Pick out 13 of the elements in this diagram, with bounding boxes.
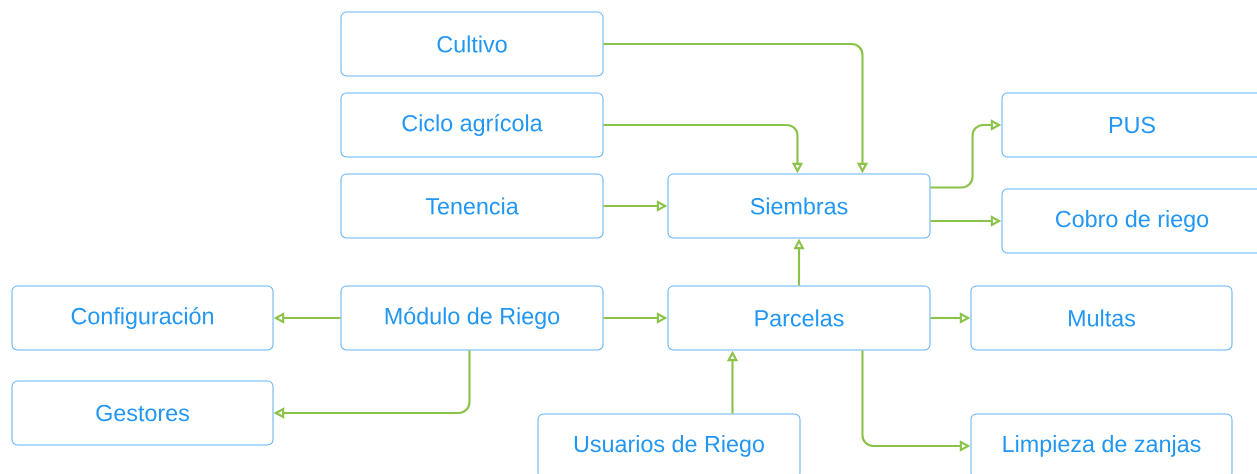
process-box: Parcelas bbox=[667, 285, 931, 351]
process-box: Módulo de Riego bbox=[340, 285, 604, 351]
process-box: Usuarios de Riego bbox=[537, 413, 801, 474]
process-box: Configuración bbox=[11, 285, 274, 351]
process-box: PUS bbox=[1001, 92, 1257, 158]
process-box: Cobro de riego bbox=[1001, 188, 1257, 254]
process-box: Tenencia bbox=[340, 173, 604, 239]
process-box: Ciclo agrícola bbox=[340, 92, 604, 158]
process-box: Cultivo bbox=[340, 11, 604, 77]
process-box: Gestores bbox=[11, 380, 274, 446]
process-box: Multas bbox=[970, 285, 1233, 351]
process-box: Limpieza de zanjas bbox=[970, 413, 1233, 474]
process-box: Siembras bbox=[667, 173, 931, 239]
